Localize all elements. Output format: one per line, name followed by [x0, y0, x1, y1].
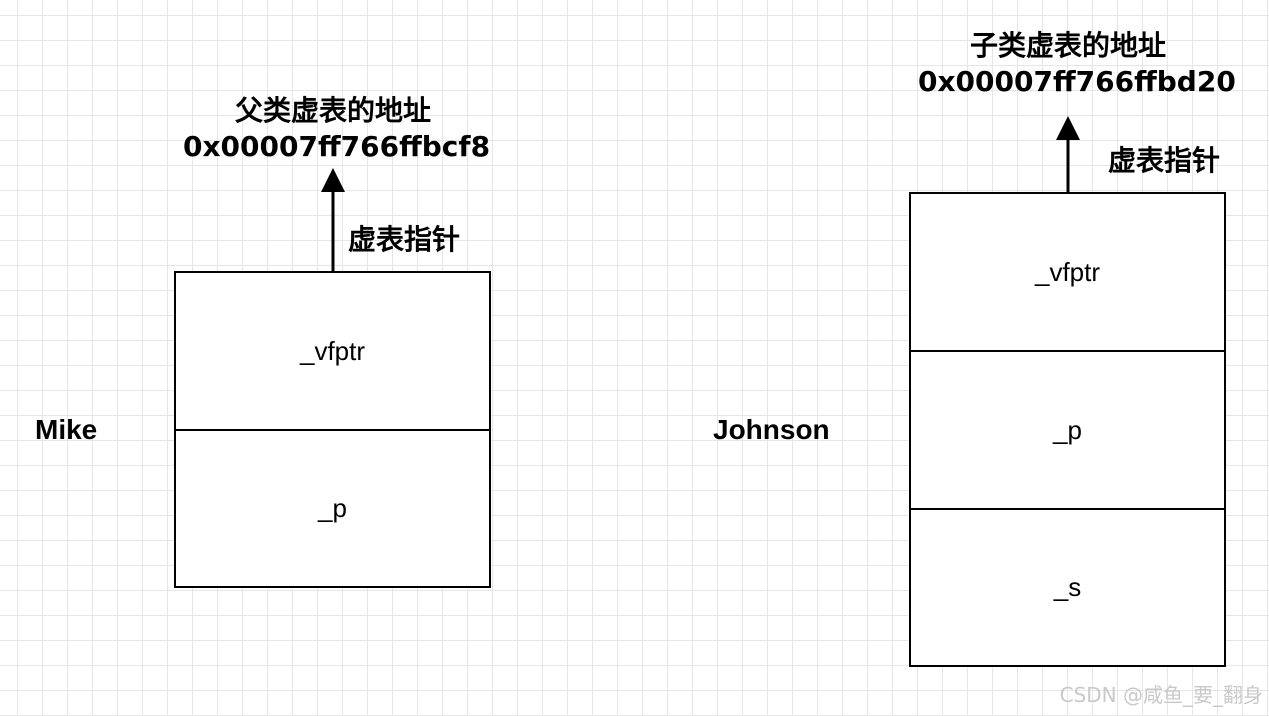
child-vfptr-arrow	[1056, 116, 1080, 193]
parent-object-name: Mike	[35, 414, 98, 445]
child-member-s: _s	[1053, 572, 1082, 602]
child-vtable-title: 子类虚表的地址	[969, 29, 1166, 62]
parent-member-vfptr: _vfptr	[176, 273, 489, 431]
child-pointer-label: 虚表指针	[1108, 144, 1221, 177]
child-object-layout: _vfptr _p _s	[909, 192, 1226, 667]
child-object-name: Johnson	[713, 414, 830, 445]
child-vtable-address: 0x00007ff766ffbd20	[918, 65, 1236, 98]
parent-object-layout: _vfptr _p	[174, 271, 491, 588]
watermark: CSDN @咸鱼_要_翻身	[1059, 683, 1263, 707]
parent-vtable-address: 0x00007ff766ffbcf8	[183, 130, 491, 163]
child-member-p: _p	[911, 352, 1224, 510]
parent-vtable-title: 父类虚表的地址	[234, 94, 431, 127]
child-vtable-address-label: 子类虚表的地址 0x00007ff766ffbd20	[918, 28, 1236, 100]
parent-member-p: _p	[318, 493, 347, 523]
child-member-vfptr: _vfptr	[911, 194, 1224, 352]
parent-pointer-label: 虚表指针	[348, 223, 461, 256]
parent-vfptr-arrow	[321, 168, 345, 272]
parent-vtable-address-label: 父类虚表的地址 0x00007ff766ffbcf8	[183, 93, 491, 165]
